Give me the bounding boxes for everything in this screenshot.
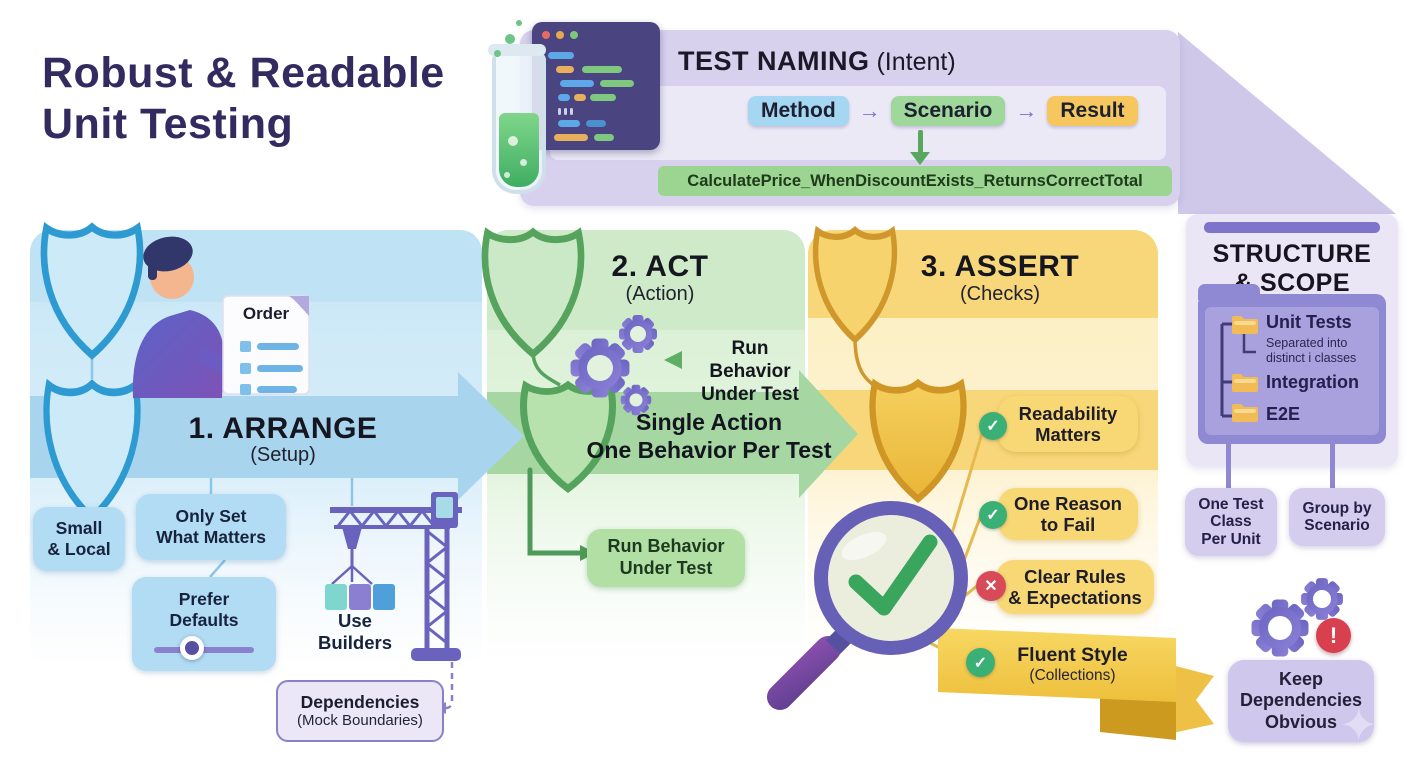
tree-item-e2e: E2E bbox=[1266, 404, 1301, 424]
arrange-step-label: 1. ARRANGE bbox=[188, 412, 378, 445]
tree-item-unit-tests: Unit Tests bbox=[1266, 312, 1352, 332]
tip-only-set: Only Set What Matters bbox=[136, 494, 286, 560]
code-window-icon bbox=[532, 22, 660, 150]
bubble-icon bbox=[494, 50, 501, 57]
naming-step-result: Result bbox=[1047, 96, 1138, 126]
test-naming-heading-suffix: (Intent) bbox=[869, 48, 956, 76]
sparkle-icon: ✦ bbox=[1339, 698, 1378, 751]
ribbon-icon bbox=[938, 628, 1214, 740]
naming-step-method: Method bbox=[748, 96, 849, 126]
structure-panel-tab bbox=[1204, 222, 1380, 233]
arrange-sub-label: (Setup) bbox=[250, 444, 316, 466]
naming-example: CalculatePrice_WhenDiscountExists_Return… bbox=[658, 166, 1172, 196]
bubble-icon bbox=[505, 34, 515, 44]
page-title: Robust & Readable Unit Testing bbox=[42, 49, 445, 148]
gears-icon bbox=[1251, 578, 1343, 657]
arrow-icon: → bbox=[1015, 98, 1038, 123]
connector-stem bbox=[1330, 444, 1335, 490]
down-arrow-icon bbox=[918, 130, 923, 154]
ribbon-fluent-style-sub: (Collections) bbox=[1029, 667, 1116, 684]
ribbon-fluent-style: Fluent Style bbox=[1017, 644, 1128, 666]
folder-tree-lines bbox=[1220, 316, 1258, 422]
act-sub-label: (Action) bbox=[625, 283, 695, 305]
test-naming-panel: TEST NAMING (Intent) Method → Scenario →… bbox=[520, 30, 1180, 206]
tip-prefer-defaults: Prefer Defaults bbox=[132, 577, 276, 671]
document-icon bbox=[222, 295, 310, 395]
act-gear-note: Run Behavior Under Test bbox=[701, 338, 799, 405]
box-group-by-scenario: Group by Scenario bbox=[1289, 488, 1385, 546]
arrow-icon: → bbox=[858, 98, 881, 123]
connector-stem bbox=[1226, 444, 1231, 490]
check-badge-icon: ✓ bbox=[979, 501, 1007, 529]
use-builders-label: Use Builders bbox=[317, 610, 393, 654]
down-arrowhead-icon bbox=[910, 152, 930, 165]
tree-item-unit-tests-note: Separated into distinct i classes bbox=[1266, 336, 1357, 365]
left-arrow-icon bbox=[664, 351, 682, 369]
gears-icon bbox=[570, 315, 657, 416]
x-badge-icon: ✕ bbox=[976, 571, 1006, 601]
assert-item-clear-rules: Clear Rules & Expectations bbox=[996, 560, 1154, 614]
assert-item-readability: Readability Matters bbox=[998, 396, 1138, 452]
dependencies-box: Dependencies (Mock Boundaries) bbox=[276, 680, 444, 742]
crane-icon bbox=[325, 492, 462, 661]
folder-icon: Unit Tests Separated into distinct i cla… bbox=[1198, 284, 1386, 444]
check-badge-icon: ✓ bbox=[979, 412, 1007, 440]
act-step-label: 2. ACT bbox=[611, 250, 709, 283]
dependencies-label: Dependencies bbox=[300, 692, 420, 713]
structure-panel: STRUCTURE & SCOPE Unit Tests Separated i… bbox=[1186, 214, 1398, 466]
act-band-text: Single Action One Behavior Per Test bbox=[586, 409, 832, 464]
test-naming-heading-main: TEST NAMING bbox=[678, 46, 870, 76]
naming-steps-row: Method → Scenario → Result bbox=[748, 96, 1138, 126]
dependencies-sub-label: (Mock Boundaries) bbox=[297, 712, 423, 730]
assert-sub-label: (Checks) bbox=[959, 283, 1040, 305]
magnifier-icon bbox=[766, 501, 968, 711]
assert-step-label: 3. ASSERT bbox=[920, 250, 1080, 283]
order-doc-title: Order bbox=[242, 304, 290, 323]
box-one-test-class: One Test Class Per Unit bbox=[1185, 488, 1277, 556]
assert-item-one-reason: One Reason to Fail bbox=[998, 488, 1138, 540]
tree-item-integration: Integration bbox=[1266, 372, 1359, 392]
banner-wedge bbox=[1178, 32, 1396, 214]
test-naming-heading: TEST NAMING (Intent) bbox=[678, 46, 956, 77]
act-run-box: Run Behavior Under Test bbox=[587, 529, 745, 587]
bubble-icon bbox=[516, 20, 522, 26]
check-badge-icon: ✓ bbox=[966, 648, 995, 677]
arrange-flow-band bbox=[30, 372, 524, 500]
test-tube-icon bbox=[488, 44, 546, 194]
keep-dependencies-label: Keep Dependencies Obvious bbox=[1239, 669, 1363, 732]
alert-icon: ! bbox=[1316, 618, 1351, 653]
naming-step-scenario: Scenario bbox=[890, 96, 1006, 126]
tip-small-local: Small & Local bbox=[33, 507, 125, 571]
keep-dependencies-box: Keep Dependencies Obvious ✦ bbox=[1228, 660, 1378, 751]
